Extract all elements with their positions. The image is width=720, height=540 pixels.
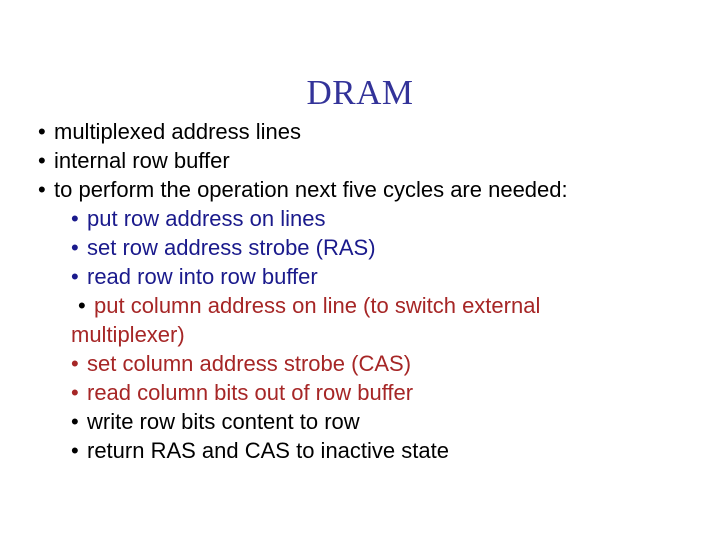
bullet-icon: • bbox=[78, 293, 86, 318]
list-item: • put row address on lines bbox=[0, 204, 720, 233]
list-item-label: read column bits out of row buffer bbox=[87, 380, 414, 405]
list-item-label: return RAS and CAS to inactive state bbox=[87, 438, 449, 463]
list-item-label: set row address strobe (RAS) bbox=[87, 235, 376, 260]
list-item-label: put row address on lines bbox=[87, 206, 326, 231]
list-item-label: put column address on line (to switch ex… bbox=[94, 293, 541, 318]
list-item-label: write row bits content to row bbox=[87, 409, 360, 434]
list-item-label: to perform the operation next five cycle… bbox=[54, 177, 568, 202]
list-item-label: multiplexed address lines bbox=[54, 119, 302, 144]
list-item: • put column address on line (to switch e… bbox=[0, 291, 720, 320]
bullet-icon: • bbox=[71, 409, 79, 434]
bullet-icon: • bbox=[71, 206, 79, 231]
list-item: • multiplexed address lines bbox=[0, 117, 720, 146]
list-item: • return RAS and CAS to inactive state bbox=[0, 436, 720, 465]
bullet-icon: • bbox=[71, 351, 79, 376]
bullet-icon: • bbox=[71, 438, 79, 463]
list-item-label: internal row buffer bbox=[54, 148, 230, 173]
list-item: • to perform the operation next five cycl… bbox=[0, 175, 720, 204]
list-item: • set row address strobe (RAS) bbox=[0, 233, 720, 262]
list-item-label: read row into row buffer bbox=[87, 264, 318, 289]
page-title: DRAM bbox=[306, 73, 414, 112]
list-item-label: set column address strobe (CAS) bbox=[87, 351, 412, 376]
list-item: • set column address strobe (CAS) bbox=[0, 349, 720, 378]
list-item: • write row bits content to row bbox=[0, 407, 720, 436]
bullet-icon: • bbox=[71, 264, 79, 289]
list-item: • internal row buffer bbox=[0, 146, 720, 175]
bullet-icon: • bbox=[71, 235, 79, 260]
list-item-continuation: multiplexer) bbox=[0, 320, 720, 349]
bullet-icon: • bbox=[38, 119, 46, 144]
bullet-list: • multiplexed address lines • internal row … bbox=[0, 117, 720, 465]
list-item-label: multiplexer) bbox=[71, 322, 185, 347]
bullet-icon: • bbox=[71, 380, 79, 405]
list-item: • read row into row buffer bbox=[0, 262, 720, 291]
list-item: • read column bits out of row buffer bbox=[0, 378, 720, 407]
bullet-icon: • bbox=[38, 177, 46, 202]
bullet-icon: • bbox=[38, 148, 46, 173]
